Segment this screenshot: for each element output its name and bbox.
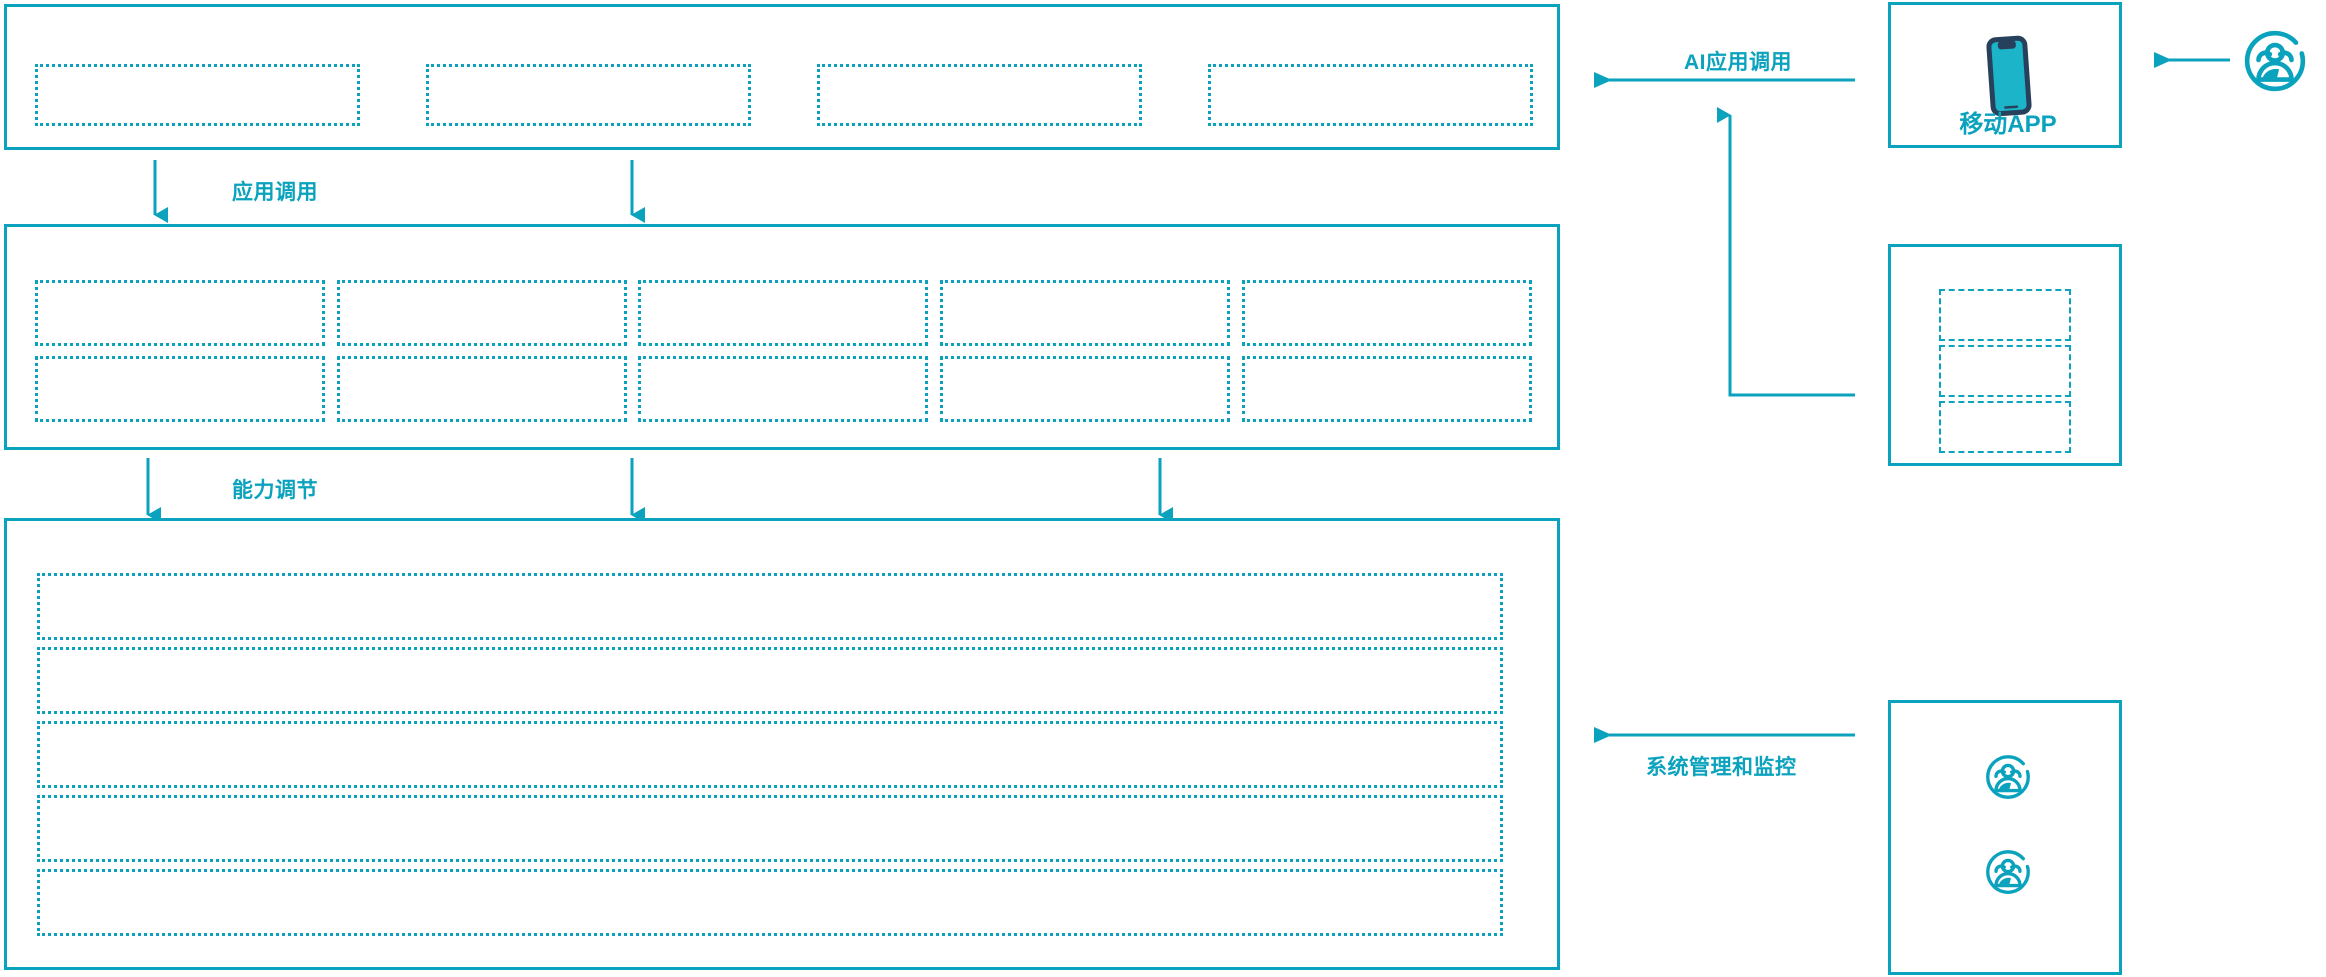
capability-slot[interactable] bbox=[35, 356, 325, 422]
platform-slot[interactable] bbox=[37, 869, 1503, 936]
users-group-icon bbox=[1984, 848, 2032, 901]
users-group-icon bbox=[1984, 753, 2032, 806]
platform-slot[interactable] bbox=[37, 573, 1503, 640]
channel-slot[interactable] bbox=[1939, 345, 2071, 397]
application-slot[interactable] bbox=[1208, 64, 1533, 126]
capability-slot[interactable] bbox=[1242, 356, 1532, 422]
capability-slot[interactable] bbox=[337, 356, 627, 422]
capability-slot[interactable] bbox=[638, 280, 928, 346]
connector-channel-to-ai-call bbox=[1717, 107, 1855, 397]
capability-slot[interactable] bbox=[337, 280, 627, 346]
application-slot[interactable] bbox=[426, 64, 751, 126]
platform-slot[interactable] bbox=[37, 647, 1503, 714]
platform-layer-panel bbox=[4, 518, 1560, 970]
mobile-phone-icon bbox=[1973, 31, 2043, 126]
capability-slot[interactable] bbox=[638, 356, 928, 422]
capability-layer-panel bbox=[4, 224, 1560, 450]
application-layer-panel bbox=[4, 4, 1560, 150]
application-slot[interactable] bbox=[35, 64, 360, 126]
platform-slot[interactable] bbox=[37, 721, 1503, 788]
channel-slot[interactable] bbox=[1939, 289, 2071, 341]
flow-label-capability-adjust: 能力调节 bbox=[232, 479, 318, 502]
capability-slot[interactable] bbox=[940, 280, 1230, 346]
capability-slot[interactable] bbox=[940, 356, 1230, 422]
capability-slot[interactable] bbox=[1242, 280, 1532, 346]
operators-card bbox=[1888, 700, 2122, 975]
channel-card bbox=[1888, 244, 2122, 466]
mobile-app-card[interactable]: 移动APP bbox=[1888, 2, 2122, 148]
flow-label-app-call: 应用调用 bbox=[232, 181, 318, 204]
flow-label-system-admin-monitor: 系统管理和监控 bbox=[1646, 756, 1797, 779]
application-slot[interactable] bbox=[817, 64, 1142, 126]
capability-slot[interactable] bbox=[35, 280, 325, 346]
channel-slot[interactable] bbox=[1939, 401, 2071, 453]
platform-slot[interactable] bbox=[37, 795, 1503, 862]
flow-label-ai-app-call: AI应用调用 bbox=[1684, 51, 1792, 74]
mobile-app-card-label: 移动APP bbox=[1959, 111, 2057, 138]
end-user-users-group-icon bbox=[2242, 28, 2308, 99]
